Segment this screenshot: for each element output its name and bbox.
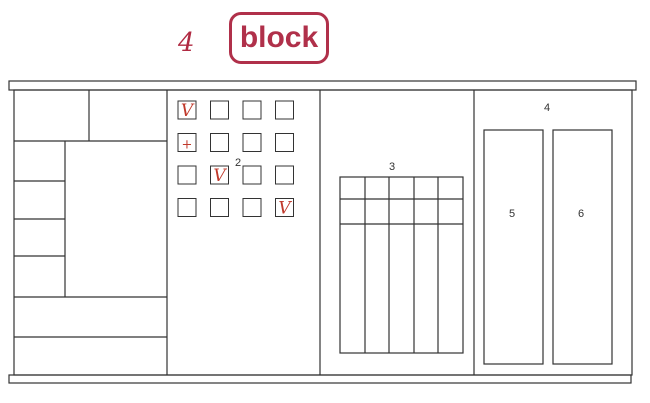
panel-6	[552, 129, 613, 365]
section-3-label: 3	[389, 161, 396, 173]
checkbox	[275, 100, 294, 120]
checkbox-grid: V + V V	[177, 100, 294, 219]
panel-5	[483, 129, 544, 365]
checkbox-mark: +	[182, 138, 193, 153]
checkbox	[242, 165, 262, 185]
checkbox	[177, 133, 197, 152]
section-2-label: 2	[235, 157, 242, 169]
bottom-rail	[8, 374, 632, 384]
checkbox	[242, 198, 262, 217]
checkbox	[275, 133, 294, 152]
checkbox-mark: V	[181, 101, 195, 121]
top-rail	[8, 80, 637, 91]
checkbox	[210, 165, 229, 185]
checkbox	[275, 165, 294, 185]
block-badge: block	[229, 12, 329, 64]
section-4-label: 4	[544, 102, 551, 114]
checkbox	[177, 198, 197, 217]
checkbox	[177, 100, 197, 120]
outer-frame	[13, 89, 633, 376]
checkbox	[210, 198, 229, 217]
checkbox	[275, 198, 294, 217]
section-6-label: 6	[578, 208, 585, 220]
checkbox	[210, 133, 229, 152]
checkbox	[177, 165, 197, 185]
handwritten-number: 4	[178, 28, 195, 58]
checkbox-mark: V	[278, 199, 292, 219]
table-3	[339, 176, 464, 354]
checkbox-mark: V	[213, 166, 227, 186]
checkbox	[242, 133, 262, 152]
section-5-label: 5	[509, 208, 516, 220]
checkbox	[210, 100, 229, 120]
checkbox	[242, 100, 262, 120]
